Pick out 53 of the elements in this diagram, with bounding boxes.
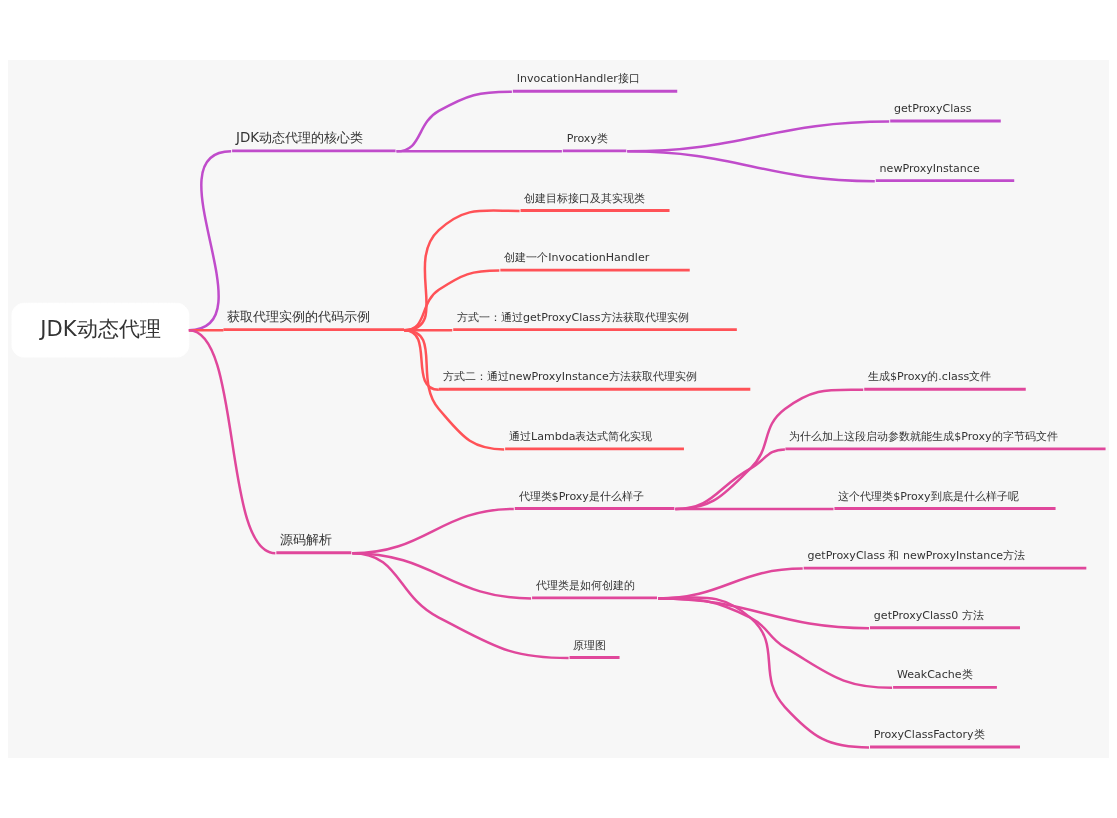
node-label: 方式一：通过getProxyClass方法获取代理实例 [457, 310, 689, 324]
node-label: 为什么加上这段启动参数就能生成$Proxy的字节码文件 [789, 429, 1058, 443]
node-label: Proxy类 [566, 131, 608, 145]
connector [658, 596, 870, 749]
connector [396, 150, 562, 153]
connector [352, 551, 569, 660]
node-box: JDK动态代理 [11, 302, 190, 358]
node-box [232, 149, 396, 153]
node-box [520, 209, 670, 212]
node-label: 获取代理实例的代码示例 [227, 308, 371, 324]
node-box [875, 179, 1015, 183]
node-label: newProxyInstance [879, 161, 980, 175]
node-box [890, 119, 1001, 123]
connector [675, 507, 834, 511]
node-label: 创建目标接口及其实现类 [524, 191, 646, 205]
connector [627, 150, 875, 183]
node-box [532, 596, 658, 600]
connector [404, 328, 505, 451]
node-box [864, 387, 1026, 391]
node-box [569, 656, 620, 659]
node-label: 方式二：通过newProxyInstance方法获取代理实例 [442, 370, 697, 384]
node-box [512, 89, 678, 93]
node-box [893, 685, 997, 689]
node-box [223, 328, 405, 332]
node-box [500, 268, 690, 272]
node-label: 生成$Proxy的.class文件 [868, 370, 992, 384]
node-label: getProxyClass 和 newProxyInstance方法 [807, 549, 1026, 563]
node-box [785, 447, 1106, 451]
node-box [276, 551, 352, 555]
node-box [562, 149, 627, 153]
node-box [514, 507, 675, 510]
node-box [438, 387, 751, 391]
node-label: 通过Lambda表达式简化实现 [508, 429, 653, 443]
node-box [803, 566, 1087, 570]
connector [675, 388, 864, 511]
node-label: getProxyClass0 方法 [873, 608, 984, 622]
node-label: getProxyClass [894, 102, 972, 116]
node-label: JDK动态代理的核心类 [235, 129, 364, 145]
node-label: 代理类$Proxy是什么样子 [518, 489, 644, 503]
node-label: 源码解析 [280, 531, 333, 547]
node-label: 原理图 [573, 638, 607, 652]
node-label: 代理类是如何创建的 [535, 578, 635, 592]
node-label: InvocationHandler接口 [516, 72, 640, 86]
node-box [453, 328, 737, 332]
node-box [834, 507, 1056, 510]
node-box [870, 626, 1020, 630]
node-box [870, 745, 1020, 749]
node-label: ProxyClassFactory类 [873, 728, 985, 741]
node-label: 这个代理类$Proxy到底是什么样子呢 [838, 489, 1019, 503]
node-box [505, 447, 684, 451]
node-label: 创建一个InvocationHandler [504, 251, 650, 265]
node-label: WeakCache类 [896, 668, 973, 682]
connector [188, 329, 276, 555]
